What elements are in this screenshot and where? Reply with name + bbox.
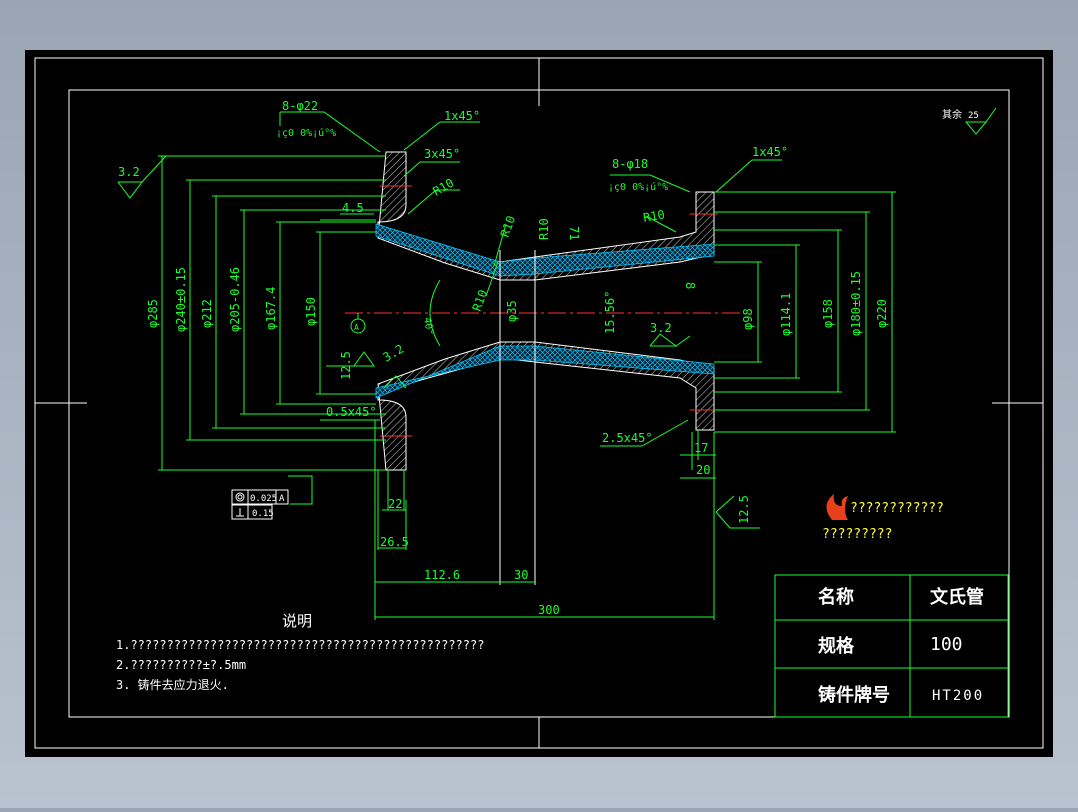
notes: 说明 1.???????????????????????????????????… (116, 612, 484, 692)
spec-value: 100 (930, 634, 963, 655)
tolerance-frame: 0.025 A 0.15 (231, 489, 289, 520)
dim-d150: φ150 (304, 297, 318, 326)
holes-left-sub: ¡ç0 0%¡ú°% (276, 127, 336, 139)
dim-d205: φ205-0.46 (228, 267, 242, 332)
dim-20: 20 (696, 463, 710, 477)
logo: ???????????? ????????? (822, 494, 944, 542)
chamfer-3: 3x45° (424, 147, 460, 161)
other-roughness-value: 25 (968, 111, 979, 121)
dim-26.5: 26.5 (380, 535, 409, 549)
holes-left-label: 8-φ22 (282, 99, 318, 113)
dim-112.6: 112.6 (424, 568, 460, 582)
left-dimension-lines (117, 111, 715, 620)
other-roughness-label: 其余 (942, 108, 962, 121)
tol-row1-ref: A (279, 494, 285, 504)
flame-icon (826, 494, 848, 520)
r10-c: R10 (537, 218, 551, 240)
note-1: 1.??????????????????????????????????????… (116, 638, 484, 652)
dim-30: 30 (514, 568, 528, 582)
dim-d220: φ220 (875, 299, 889, 328)
angle-15.56: 15.56° (603, 291, 617, 334)
holes-right-label: 8-φ18 (612, 157, 648, 171)
material-value: HT200 (932, 688, 984, 704)
holes-right-sub: ¡ç0 0%¡ú°% (608, 181, 668, 193)
roughness-12.5-left: 12.5 (339, 351, 353, 380)
name-value: 文氏管 (930, 586, 984, 608)
tol-row1-value: 0.025 (250, 494, 277, 504)
chamfer-2.5: 2.5x45° (602, 431, 653, 445)
roughness-3.2-right: 3.2 (650, 321, 672, 335)
roughness-3.2-left: 3.2 (118, 165, 140, 179)
dim-8: 8 (683, 282, 697, 289)
dim-d212: φ212 (200, 299, 214, 328)
lining-bottom (375, 345, 715, 399)
note-3: 3. 铸件去应力退火. (116, 677, 229, 692)
part-section (345, 151, 740, 585)
r10-e: R10 (642, 207, 666, 225)
chamfer-0.5: 0.5x45° (326, 405, 377, 419)
r10-b: R10 (498, 214, 519, 239)
lining-top (375, 223, 715, 277)
dim-22: 22 (388, 497, 402, 511)
logo-line1: ???????????? (850, 501, 944, 516)
center-marks (35, 58, 1043, 748)
spec-label: 规格 (818, 635, 855, 657)
chamfer-left: 1x45° (444, 109, 480, 123)
dim-d114: φ114.1 (779, 293, 793, 336)
dim-d240: φ240±0.15 (174, 267, 188, 332)
angle-40: 40° (421, 317, 435, 337)
name-label: 名称 (818, 586, 854, 608)
dim-d167: φ167.4 (264, 287, 278, 330)
datum-a: A (354, 323, 359, 332)
dim-d35: φ35 (505, 300, 519, 322)
dim-d98: φ98 (741, 308, 755, 330)
dim-d285: φ285 (146, 299, 160, 328)
chamfer-right: 1x45° (752, 145, 788, 159)
dim-d180: φ180±0.15 (849, 271, 863, 336)
drawing-sheet (25, 50, 1053, 757)
dim-4.5: 4.5 (342, 201, 364, 215)
right-dimension-text: 8-φ18 ¡ç0 0%¡ú°% 1x45° R10 8 15.56° 3.2 … (602, 108, 979, 524)
notes-title: 说明 (282, 612, 312, 630)
title-block: 名称 文氏管 规格 100 铸件牌号 HT200 (774, 574, 1009, 718)
dim-71: 71 (567, 226, 581, 240)
dim-d158: φ158 (821, 299, 835, 328)
dim-300: 300 (538, 603, 560, 617)
material-label: 铸件牌号 (818, 684, 890, 706)
tol-row2-value: 0.15 (252, 509, 274, 519)
right-dimension-lines (600, 107, 997, 529)
note-2: 2.??????????±?.5mm (116, 658, 246, 672)
r10-d: R10 (470, 288, 491, 313)
roughness-12.5-right: 12.5 (737, 495, 751, 524)
dim-17: 17 (694, 441, 708, 455)
logo-line2: ????????? (822, 527, 892, 542)
